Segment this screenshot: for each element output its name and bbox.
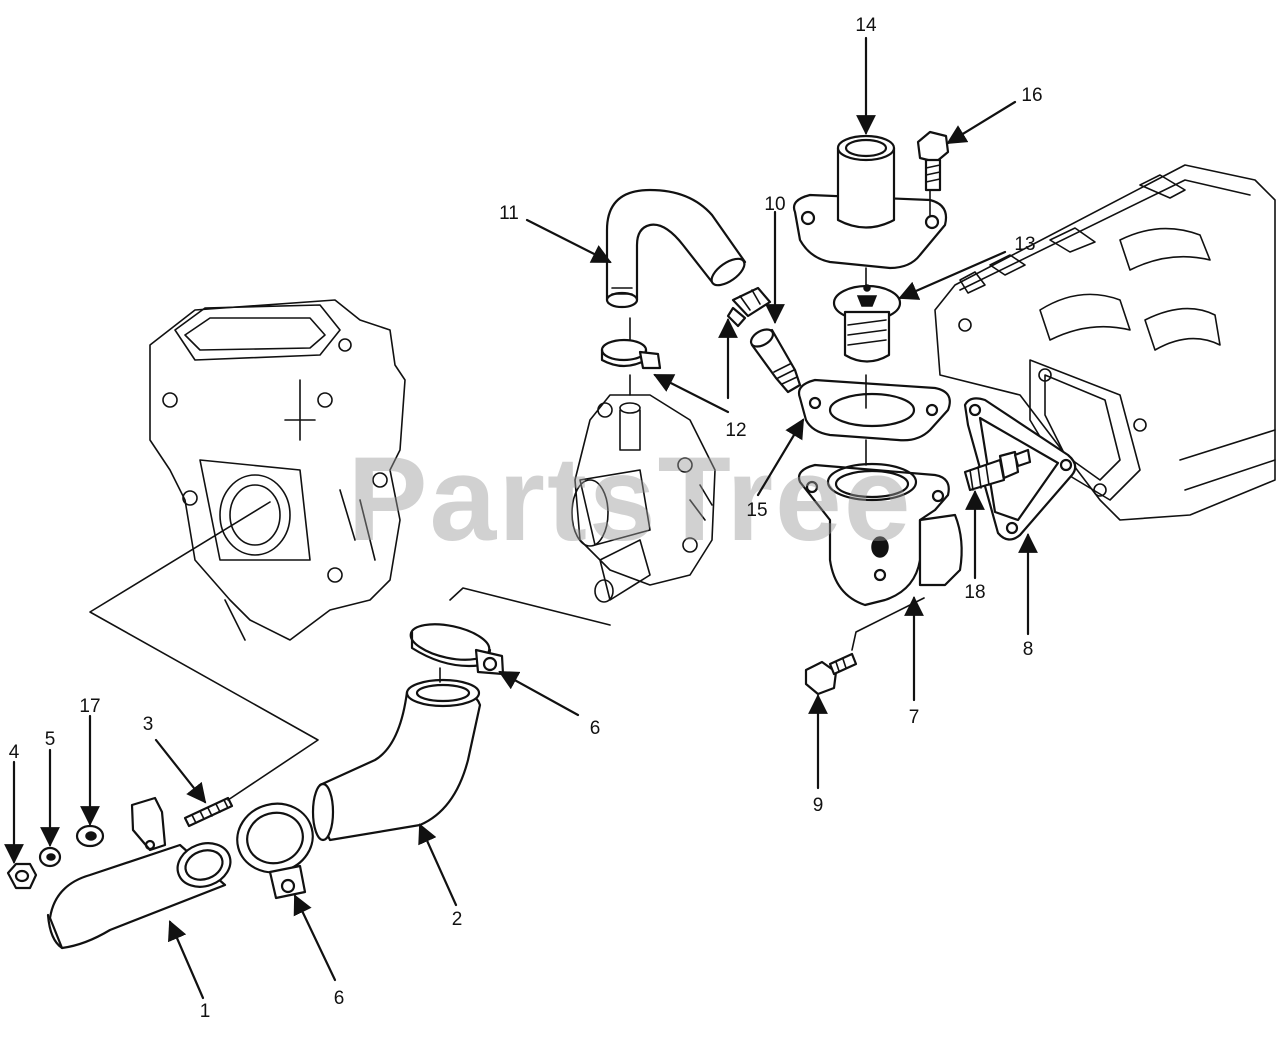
callout-18: 18: [964, 582, 985, 603]
callout-13: 13: [1014, 234, 1035, 255]
callout-1: 1: [200, 1001, 211, 1022]
callout-11: 11: [499, 203, 519, 224]
part-6-hose-clamp-upper: [409, 623, 505, 676]
part-17-washer: [75, 824, 105, 848]
callout-6-lower: 6: [334, 988, 345, 1009]
part-18-fitting: [963, 448, 1032, 492]
part-2-elbow-hose: [311, 678, 482, 842]
part-6-hose-clamp-lower: [236, 802, 314, 900]
callout-6-upper: 6: [590, 718, 601, 739]
part-1-water-pipe: [46, 796, 232, 950]
part-3-stud: [183, 796, 234, 828]
part-4-nut: [6, 862, 38, 890]
callout-12: 12: [725, 420, 746, 441]
part-15-gasket: [797, 378, 951, 442]
engine-block-left: [149, 299, 406, 641]
callout-2: 2: [452, 909, 463, 930]
callout-14: 14: [855, 15, 877, 36]
watermark: PartsTree: [347, 432, 912, 566]
callout-7: 7: [909, 707, 920, 728]
callout-9: 9: [813, 795, 824, 816]
callout-3: 3: [143, 714, 154, 735]
callout-8: 8: [1023, 639, 1034, 660]
water-pump-housing: [571, 394, 716, 603]
callout-5: 5: [45, 729, 56, 750]
callout-16: 16: [1021, 85, 1042, 106]
engine-cylinder-head: [934, 164, 1276, 521]
part-14-thermostat-cover: [792, 134, 948, 270]
part-5-lock-washer: [38, 846, 62, 868]
callouts: 1 2 3 4 5 6 6 7 8 9 10 11 12 13 14 15 16…: [9, 15, 1043, 1022]
part-9-bolt: [804, 652, 858, 696]
part-7-thermostat-housing: [797, 462, 963, 607]
callout-17: 17: [79, 696, 100, 717]
part-13-thermostat: [832, 284, 902, 363]
assembly-guide-lines: [89, 189, 931, 801]
part-10-temperature-sender: [749, 328, 802, 394]
leader-lines: [4, 36, 1038, 1000]
callout-4: 4: [9, 742, 20, 763]
callout-10: 10: [764, 194, 785, 215]
part-11-bypass-hose: [605, 188, 747, 309]
part-16-bolt: [916, 130, 950, 192]
part-12-hose-clamps: [600, 286, 772, 370]
callout-15: 15: [746, 500, 767, 521]
